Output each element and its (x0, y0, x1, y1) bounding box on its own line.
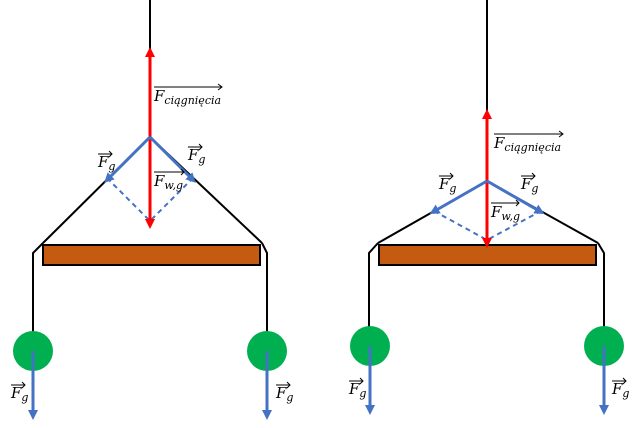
left-weight-label-right: Fg (275, 381, 293, 404)
right-component-label-left: Fg (438, 172, 456, 195)
svg-text:Fg: Fg (520, 175, 538, 195)
right-component-arrow-right (486, 179, 545, 214)
left-hanging-rope-left (32, 242, 44, 332)
left-component-arrow-right (148, 135, 196, 183)
svg-text:Fg: Fg (348, 380, 366, 400)
right-system: Fciągnięcia Fg Fg Fw,g Fg Fg (348, 0, 629, 415)
left-component-label-left: Fg (97, 150, 115, 173)
right-pull-label: Fciągnięcia (493, 130, 564, 154)
svg-text:Fg: Fg (187, 146, 205, 166)
right-component-arrow-left (429, 179, 488, 214)
right-dashed-parallelogram (433, 210, 542, 242)
right-beam (378, 244, 597, 266)
svg-text:Fg: Fg (611, 380, 629, 400)
svg-text:Fw,g: Fw,g (153, 172, 183, 192)
left-resultant-label: Fw,g (153, 168, 185, 192)
svg-text:Fg: Fg (97, 153, 115, 173)
right-weight-label-right: Fg (611, 377, 629, 400)
left-system: Fciągnięcia Fg Fg Fw,g Fg Fg (10, 0, 293, 420)
svg-text:Fw,g: Fw,g (490, 203, 520, 223)
svg-text:Fciągnięcia: Fciągnięcia (153, 87, 221, 107)
right-resultant-label: Fw,g (490, 199, 520, 223)
left-beam (42, 244, 261, 266)
svg-text:Fg: Fg (438, 175, 456, 195)
right-component-label-right: Fg (520, 172, 538, 195)
left-v-rope (42, 135, 263, 244)
right-hanging-rope-right (597, 242, 605, 331)
right-hanging-rope-left (368, 242, 379, 331)
svg-text:Fg: Fg (10, 384, 28, 404)
svg-text:Fciągnięcia: Fciągnięcia (493, 134, 561, 154)
left-weight-label-left: Fg (10, 381, 28, 404)
left-component-arrow-left (104, 135, 152, 183)
right-weight-label-left: Fg (348, 377, 366, 400)
left-pull-label: Fciągnięcia (153, 83, 223, 107)
svg-text:Fg: Fg (275, 384, 293, 404)
left-component-label-right: Fg (187, 143, 205, 166)
left-hanging-rope-right (261, 242, 268, 332)
left-dashed-parallelogram (106, 177, 194, 223)
